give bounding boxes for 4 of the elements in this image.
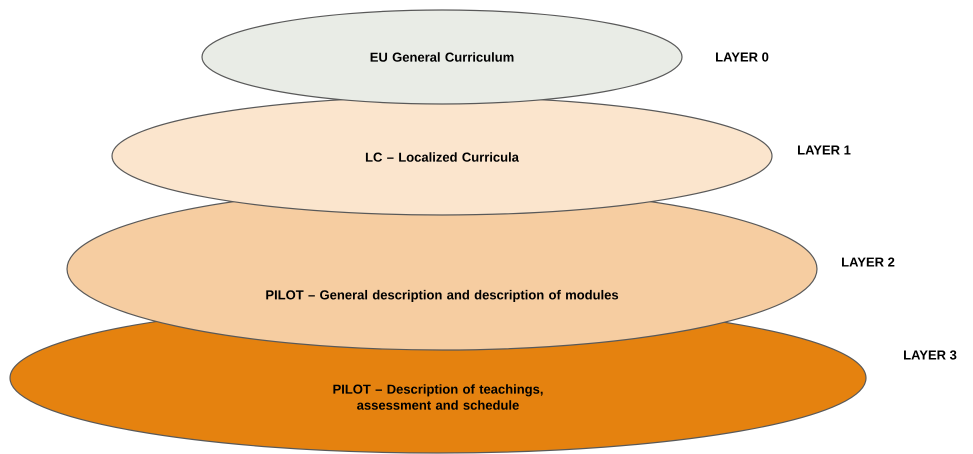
- layer-label: LAYER 3: [904, 350, 956, 360]
- layer-label: LAYER 0: [716, 52, 768, 62]
- layer-label: LAYER 2: [842, 257, 894, 267]
- layer-label: LAYER 1: [798, 146, 850, 154]
